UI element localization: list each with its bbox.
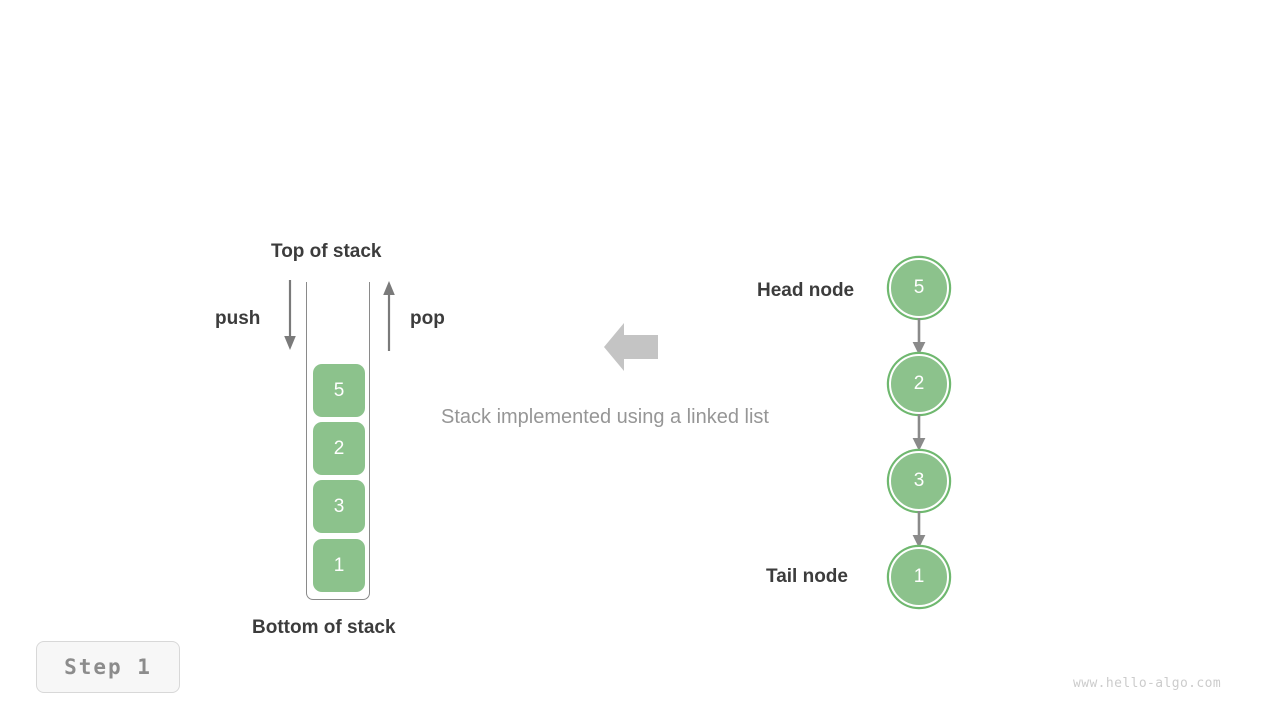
pop-label: pop xyxy=(410,308,445,329)
linked-list-node: 5 xyxy=(889,258,949,318)
watermark: www.hello-algo.com xyxy=(1073,676,1222,691)
node-link-arrow-icon xyxy=(912,318,926,355)
push-label: push xyxy=(215,308,261,329)
stack-box: 3 xyxy=(313,480,365,533)
node-link-arrow-icon xyxy=(912,511,926,548)
top-of-stack-label: Top of stack xyxy=(271,241,382,262)
step-badge: Step 1 xyxy=(36,641,180,693)
stack-box: 2 xyxy=(313,422,365,475)
head-node-label: Head node xyxy=(757,280,855,301)
stack-box: 1 xyxy=(313,539,365,592)
stack-box: 5 xyxy=(313,364,365,417)
linked-list-node: 1 xyxy=(889,547,949,607)
left-arrow-icon xyxy=(604,323,658,371)
push-arrow-icon xyxy=(284,280,296,350)
pop-arrow-icon xyxy=(383,281,395,351)
bottom-of-stack-label: Bottom of stack xyxy=(252,617,396,638)
linked-list-node: 3 xyxy=(889,451,949,511)
center-caption: Stack implemented using a linked list xyxy=(441,406,769,428)
node-link-arrow-icon xyxy=(912,414,926,451)
stack-container xyxy=(306,282,370,600)
tail-node-label: Tail node xyxy=(766,566,848,587)
linked-list-node: 2 xyxy=(889,354,949,414)
